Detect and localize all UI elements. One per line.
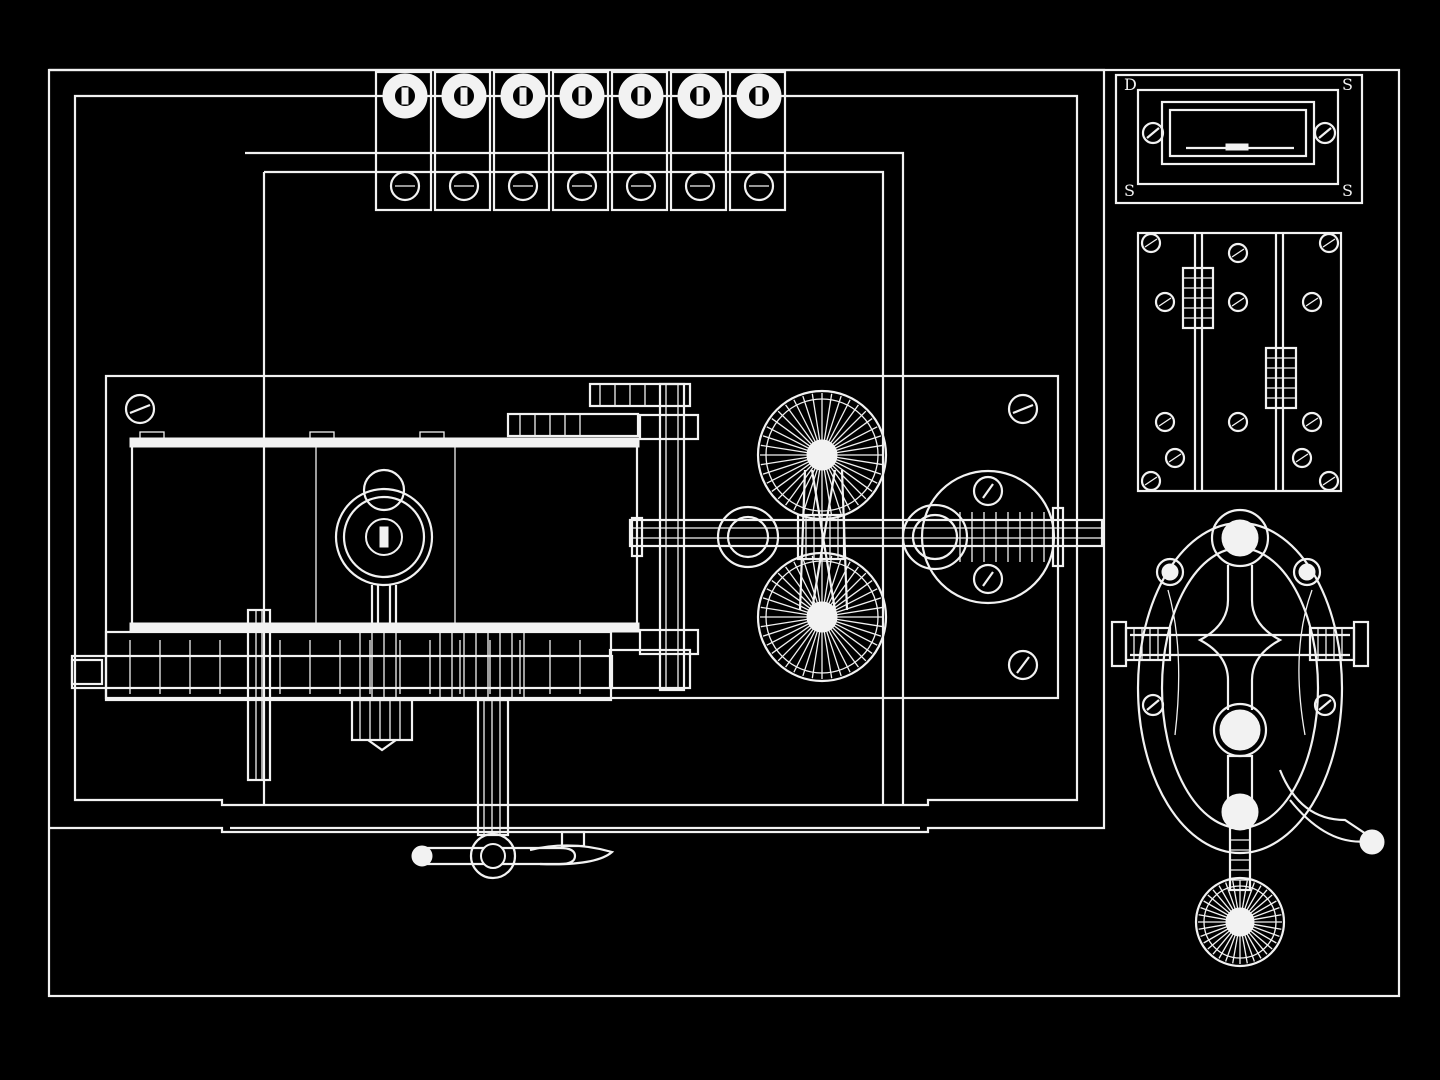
relay-screw	[1301, 291, 1323, 313]
clockwork-plate	[104, 374, 1060, 700]
relay-screw	[1154, 291, 1176, 313]
drum-hub	[334, 468, 434, 625]
small-switch-plate	[1114, 73, 1364, 205]
plate-corner-letter: S	[1342, 75, 1353, 94]
plate-corner-letter: S	[1342, 181, 1353, 200]
plate-screw-top-right	[1007, 393, 1039, 425]
paper-drum-bottom-flange	[129, 622, 640, 633]
plate-corner-letter: S	[1124, 181, 1135, 200]
plate-screw-top-left	[124, 393, 156, 425]
relay-screw	[1291, 447, 1313, 469]
relay-screw	[1318, 470, 1340, 492]
baseboard-outline	[47, 68, 1401, 998]
relay-screw	[1164, 447, 1186, 469]
relay-block	[1136, 231, 1343, 493]
key-knob-wheel	[1194, 876, 1286, 968]
relay-screw	[1227, 411, 1249, 433]
paper-drum-top-flange	[129, 437, 640, 448]
winding-crank	[411, 698, 615, 880]
relay-screw	[1227, 242, 1249, 264]
relay-screw	[1140, 232, 1162, 254]
cover-inner-outline	[262, 170, 885, 805]
governor-linkage	[796, 469, 849, 611]
relay-screw	[1140, 470, 1162, 492]
cabinet-inner-outline	[73, 94, 1079, 807]
governor-wheel-lower	[756, 551, 888, 683]
relay-screw	[1301, 411, 1323, 433]
plate-screw-bottom-right	[1007, 649, 1039, 681]
upper-gear-stack	[506, 382, 700, 692]
cabinet-outline	[49, 68, 1106, 834]
terminal-post	[669, 70, 728, 212]
telegraph-key	[1110, 508, 1385, 892]
terminal-post	[728, 70, 787, 212]
governor-wheel-upper	[756, 389, 888, 521]
terminal-post	[551, 70, 610, 212]
lower-gear-train	[70, 608, 614, 782]
drum-clip	[419, 431, 445, 443]
relay-screw	[1318, 232, 1340, 254]
terminal-post	[492, 70, 551, 212]
main-shaft	[628, 503, 1104, 571]
shaft-bearing-plate	[920, 469, 1056, 605]
terminal-post	[433, 70, 492, 212]
relay-screw	[1227, 291, 1249, 313]
terminal-strip	[374, 70, 787, 212]
plate-corner-letter: D	[1124, 75, 1137, 94]
cover-outline	[245, 151, 905, 805]
drum-clip	[139, 431, 165, 443]
terminal-post	[610, 70, 669, 212]
terminal-post	[374, 70, 433, 212]
drum-clip	[309, 431, 335, 443]
relay-screw	[1154, 411, 1176, 433]
